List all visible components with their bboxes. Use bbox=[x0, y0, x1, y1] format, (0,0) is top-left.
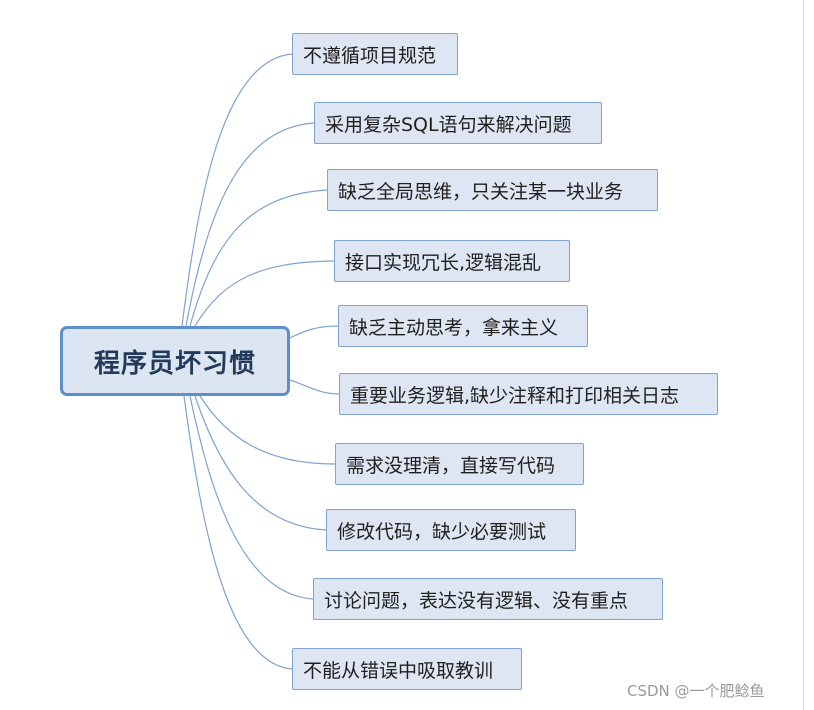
connector-branch-1 bbox=[181, 53, 293, 327]
connector-branch-5 bbox=[289, 325, 339, 339]
branch-node-6[interactable]: 重要业务逻辑,缺少注释和打印相关日志 bbox=[339, 373, 718, 415]
connector-branch-10 bbox=[183, 395, 293, 670]
branch-node-3[interactable]: 缺乏全局思维，只关注某一块业务 bbox=[327, 169, 658, 211]
branch-node-10[interactable]: 不能从错误中吸取教训 bbox=[292, 648, 522, 690]
branch-node-4[interactable]: 接口实现冗长,逻辑混乱 bbox=[334, 240, 570, 282]
central-topic[interactable]: 程序员坏习惯 bbox=[60, 326, 290, 396]
watermark-text: CSDN @一个肥鲶鱼 bbox=[627, 682, 765, 700]
connector-branch-4 bbox=[194, 260, 335, 327]
connector-branch-8 bbox=[194, 395, 327, 531]
branch-node-8[interactable]: 修改代码，缺少必要测试 bbox=[326, 509, 576, 551]
branch-node-2[interactable]: 采用复杂SQL语句来解决问题 bbox=[314, 102, 602, 144]
connector-branch-3 bbox=[189, 189, 328, 327]
branch-node-1[interactable]: 不遵循项目规范 bbox=[292, 33, 458, 75]
right-border-line bbox=[803, 0, 804, 710]
connector-branch-7 bbox=[199, 395, 336, 465]
connector-branch-9 bbox=[189, 395, 314, 600]
connector-branch-6 bbox=[289, 379, 340, 395]
branch-node-5[interactable]: 缺乏主动思考，拿来主义 bbox=[338, 305, 588, 347]
connector-branch-2 bbox=[185, 122, 315, 327]
branch-node-7[interactable]: 需求没理清，直接写代码 bbox=[335, 443, 584, 485]
branch-node-9[interactable]: 讨论问题，表达没有逻辑、没有重点 bbox=[313, 578, 663, 620]
